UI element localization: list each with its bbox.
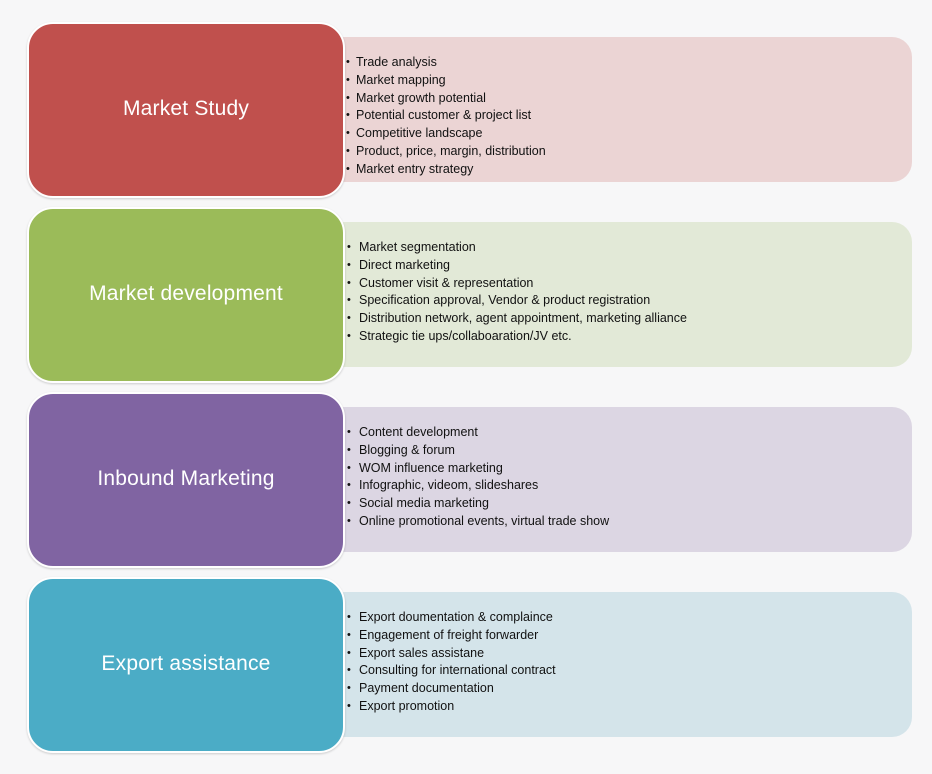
list-item: Potential customer & project list bbox=[346, 107, 912, 125]
list-item: Market segmentation bbox=[346, 239, 912, 257]
export-assistance-panel: Export doumentation & complaince Engagem… bbox=[325, 592, 912, 737]
list-item: Customer visit & representation bbox=[346, 275, 912, 293]
list-item: Specification approval, Vendor & product… bbox=[346, 292, 912, 310]
list-item: Market mapping bbox=[346, 72, 912, 90]
list-item: WOM influence marketing bbox=[346, 460, 912, 478]
list-item: Consulting for international contract bbox=[346, 662, 912, 680]
section-inbound-marketing: Content development Blogging & forum WOM… bbox=[0, 392, 932, 568]
list-item: Export sales assistane bbox=[346, 645, 912, 663]
market-study-list: Trade analysis Market mapping Market gro… bbox=[325, 37, 912, 179]
list-item: Blogging & forum bbox=[346, 442, 912, 460]
inbound-marketing-list: Content development Blogging & forum WOM… bbox=[325, 407, 912, 531]
export-assistance-block: Export assistance bbox=[27, 577, 345, 753]
list-item: Social media marketing bbox=[346, 495, 912, 513]
market-development-title: Market development bbox=[89, 282, 283, 305]
list-item: Strategic tie ups/collaboaration/JV etc. bbox=[346, 328, 912, 346]
market-study-title: Market Study bbox=[122, 97, 250, 120]
list-item: Online promotional events, virtual trade… bbox=[346, 513, 912, 531]
section-market-study: Trade analysis Market mapping Market gro… bbox=[0, 22, 932, 198]
list-item: Export doumentation & complaince bbox=[346, 609, 912, 627]
section-market-development: Market segmentation Direct marketing Cus… bbox=[0, 207, 932, 383]
list-item: Market entry strategy bbox=[346, 161, 912, 179]
market-study-block: Market Study bbox=[27, 22, 345, 198]
list-item: Market growth potential bbox=[346, 90, 912, 108]
inbound-marketing-panel: Content development Blogging & forum WOM… bbox=[325, 407, 912, 552]
inbound-marketing-block: Inbound Marketing bbox=[27, 392, 345, 568]
list-item: Infographic, videom, slideshares bbox=[346, 477, 912, 495]
market-study-panel: Trade analysis Market mapping Market gro… bbox=[325, 37, 912, 182]
list-item: Trade analysis bbox=[346, 54, 912, 72]
market-development-block: Market development bbox=[27, 207, 345, 383]
list-item: Export promotion bbox=[346, 698, 912, 716]
market-development-panel: Market segmentation Direct marketing Cus… bbox=[325, 222, 912, 367]
market-development-list: Market segmentation Direct marketing Cus… bbox=[325, 222, 912, 346]
list-item: Direct marketing bbox=[346, 257, 912, 275]
section-export-assistance: Export doumentation & complaince Engagem… bbox=[0, 577, 932, 753]
list-item: Competitive landscape bbox=[346, 125, 912, 143]
list-item: Content development bbox=[346, 424, 912, 442]
list-item: Payment documentation bbox=[346, 680, 912, 698]
export-assistance-title: Export assistance bbox=[101, 652, 271, 675]
list-item: Engagement of freight forwarder bbox=[346, 627, 912, 645]
list-item: Product, price, margin, distribution bbox=[346, 143, 912, 161]
list-item: Distribution network, agent appointment,… bbox=[346, 310, 912, 328]
export-assistance-list: Export doumentation & complaince Engagem… bbox=[325, 592, 912, 716]
inbound-marketing-title: Inbound Marketing bbox=[97, 467, 275, 490]
